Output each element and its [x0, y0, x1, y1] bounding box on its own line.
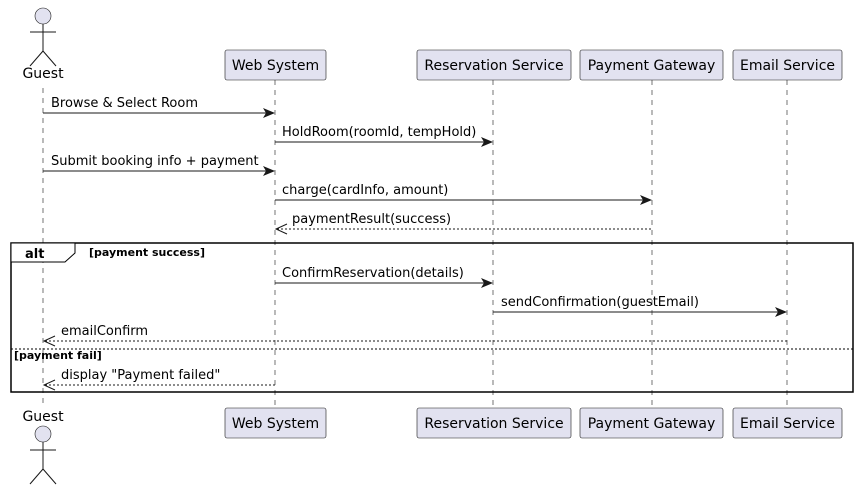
actor-guest-top: Guest [22, 7, 64, 82]
open-arrowhead-icon [42, 379, 56, 391]
participant-label: Web System [232, 58, 319, 74]
participant-label: Payment Gateway [588, 416, 716, 432]
message-label: sendConfirmation(guestEmail) [501, 295, 699, 310]
participant-reservation-service-bottom: Reservation Service [416, 407, 572, 439]
actor-name: Guest [22, 409, 64, 425]
arrowhead-icon [481, 137, 493, 147]
message: display "Payment failed" [42, 368, 275, 391]
actor-name: Guest [22, 66, 64, 82]
participant-label: Reservation Service [424, 416, 563, 432]
participant-label: Email Service [740, 58, 835, 74]
message: sendConfirmation(guestEmail) [493, 295, 787, 317]
participant-payment-gateway-top: Payment Gateway [579, 49, 724, 81]
actor-head-icon [34, 425, 52, 443]
message-label: ConfirmReservation(details) [282, 266, 464, 281]
participant-web-system-top: Web System [224, 49, 327, 81]
open-arrowhead-icon [274, 223, 288, 235]
message: ConfirmReservation(details) [275, 266, 493, 288]
actor-guest-bottom: Guest [22, 409, 64, 485]
arrowhead-icon [481, 278, 493, 288]
participant-reservation-service-top: Reservation Service [416, 49, 572, 81]
message-label: Browse & Select Room [51, 96, 198, 111]
message: emailConfirm [42, 324, 787, 347]
participant-label: Email Service [740, 416, 835, 432]
participant-label: Reservation Service [424, 58, 563, 74]
participant-label: Web System [232, 416, 319, 432]
arrowhead-icon [640, 195, 652, 205]
participant-payment-gateway-bottom: Payment Gateway [579, 407, 724, 439]
message: Browse & Select Room [43, 96, 275, 118]
message-label: emailConfirm [61, 324, 148, 339]
participant-web-system-bottom: Web System [224, 407, 327, 439]
message-label: HoldRoom(roomId, tempHold) [282, 125, 476, 140]
message-label: charge(cardInfo, amount) [282, 183, 448, 198]
message-label: Submit booking info + payment [51, 154, 259, 169]
message-label: display "Payment failed" [61, 368, 220, 383]
participant-email-service-top: Email Service [732, 49, 843, 81]
open-arrowhead-icon [42, 335, 56, 347]
message: charge(cardInfo, amount) [275, 183, 652, 205]
fragment-frame [10, 242, 854, 393]
message: HoldRoom(roomId, tempHold) [275, 125, 493, 147]
arrowhead-icon [263, 108, 275, 118]
actor-head-icon [34, 7, 52, 25]
fragment-keyword: alt [25, 247, 44, 262]
arrowhead-icon [775, 307, 787, 317]
participant-email-service-bottom: Email Service [732, 407, 843, 439]
participant-label: Payment Gateway [588, 58, 716, 74]
message: paymentResult(success) [274, 212, 652, 235]
fragment-tab [10, 242, 76, 263]
message: Submit booking info + payment [43, 154, 275, 176]
arrowhead-icon [263, 166, 275, 176]
fragment-guard: [payment fail] [14, 349, 102, 362]
message-label: paymentResult(success) [292, 212, 451, 227]
fragment-guard: [payment success] [89, 246, 205, 259]
alt-fragment: alt [payment success] [payment fail] [10, 242, 854, 393]
